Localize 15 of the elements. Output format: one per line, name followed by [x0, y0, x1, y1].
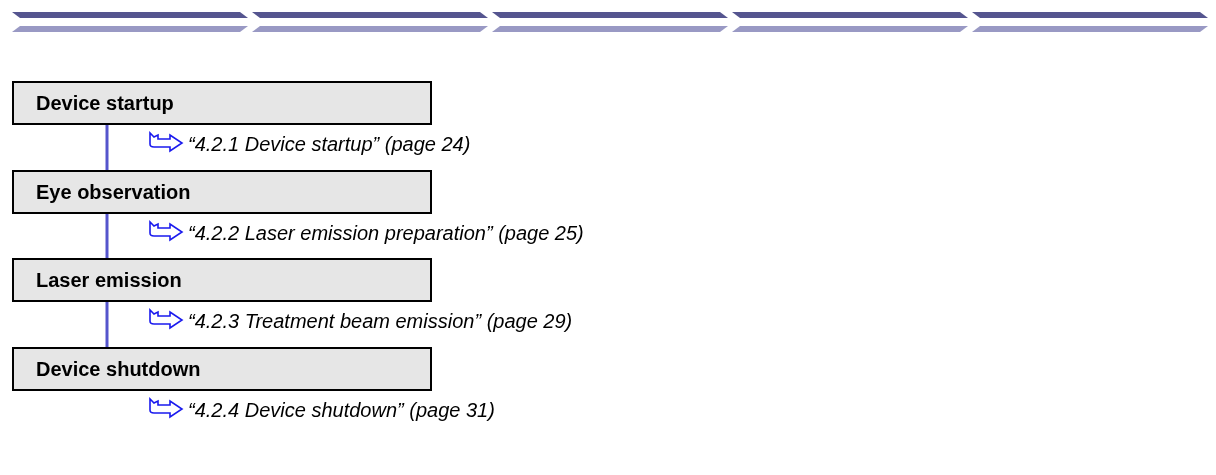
step-box	[12, 258, 432, 302]
connector-line	[105, 214, 109, 258]
page-reference: “4.2.1 Device startup” (page 24)	[188, 133, 471, 156]
step-title: Device startup	[36, 92, 174, 115]
step-title: Laser emission	[36, 269, 182, 292]
step-box	[12, 170, 432, 214]
step-title: Eye observation	[36, 181, 191, 204]
page-reference: “4.2.3 Treatment beam emission” (page 29)	[188, 310, 573, 333]
step-title: Device shutdown	[36, 358, 201, 381]
page-reference: “4.2.2 Laser emission preparation” (page 25)	[188, 222, 584, 245]
step-box	[12, 347, 432, 391]
connector-line	[105, 302, 109, 347]
connector-line	[105, 125, 109, 170]
page-reference: “4.2.4 Device shutdown” (page 31)	[188, 399, 495, 422]
step-box	[12, 81, 432, 125]
